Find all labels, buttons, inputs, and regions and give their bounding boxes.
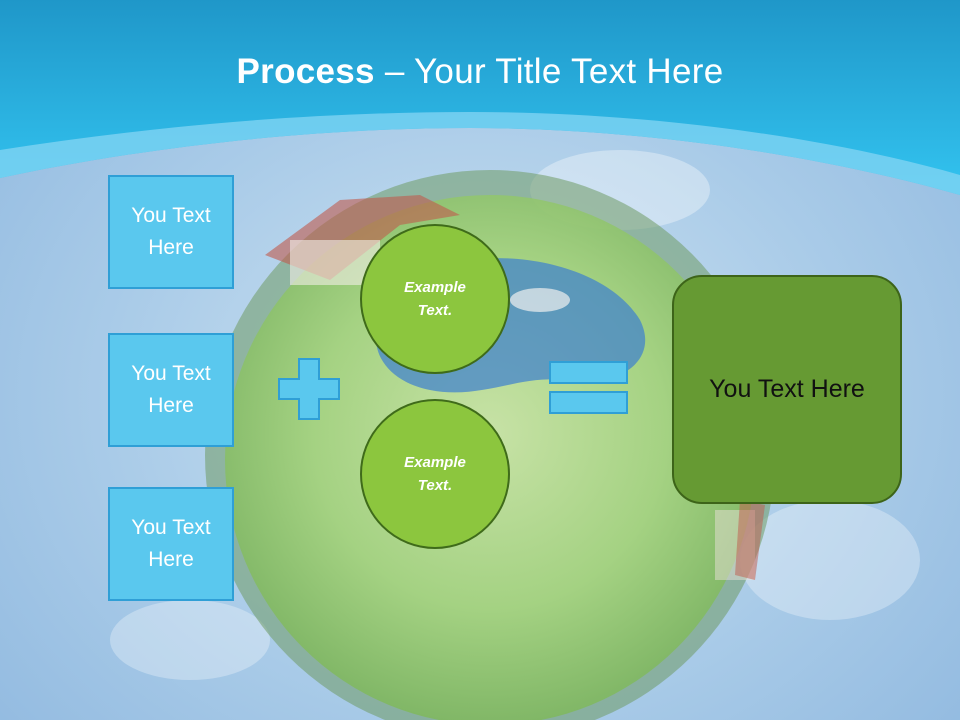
input-box-3[interactable]: You Text Here	[108, 487, 234, 601]
result-label: You Text Here	[709, 375, 865, 403]
title-bold: Process	[236, 52, 375, 91]
input-box-1[interactable]: You Text Here	[108, 175, 234, 289]
equals-icon	[549, 361, 628, 414]
slide-title: Process – Your Title Text Here	[0, 52, 960, 92]
title-dash: –	[374, 52, 414, 91]
plus-icon	[278, 358, 340, 420]
input-box-label: You Text Here	[131, 362, 211, 417]
title-rest: Your Title Text Here	[414, 52, 724, 91]
example-circle-2[interactable]: Example Text.	[360, 399, 510, 549]
circle-label: Example Text.	[404, 454, 466, 494]
circle-label: Example Text.	[404, 279, 466, 319]
input-box-2[interactable]: You Text Here	[108, 333, 234, 447]
example-circle-1[interactable]: Example Text.	[360, 224, 510, 374]
result-box[interactable]: You Text Here	[672, 275, 902, 504]
input-box-label: You Text Here	[131, 204, 211, 259]
input-box-label: You Text Here	[131, 516, 211, 571]
